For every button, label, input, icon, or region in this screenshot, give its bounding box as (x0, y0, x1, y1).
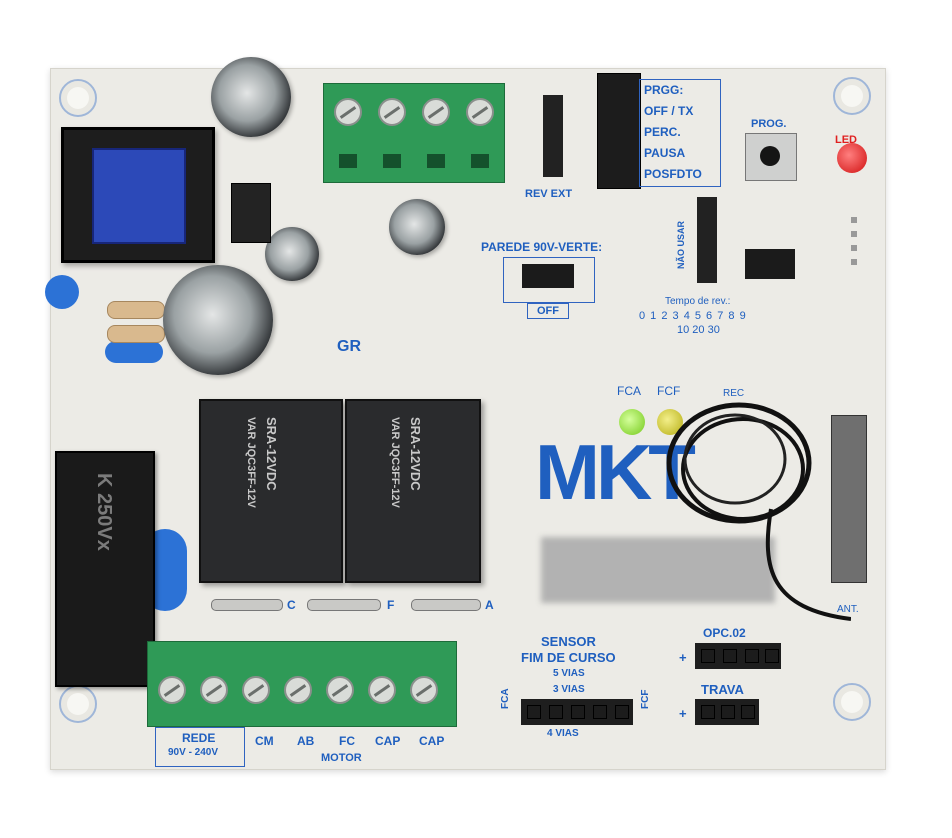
relay: SRA-12VDC VAR JQC3FF-12V (345, 399, 481, 583)
main-terminal-block[interactable] (147, 641, 457, 727)
menu-item-progr: PRGG: (644, 83, 684, 97)
3vias-label: 3 VIAS (553, 684, 585, 695)
fuse-a-label: A (485, 598, 494, 612)
terminal-label-ab: AB (297, 734, 315, 748)
electrolytic-capacitor (389, 199, 445, 255)
red-led (837, 143, 867, 173)
5vias-label: 5 VIAS (553, 668, 585, 679)
ant-label: ANT. (837, 604, 859, 615)
parede-label: PAREDE 90V-VERTE: (481, 240, 603, 254)
led-label: LED (835, 134, 857, 146)
rf-module (831, 415, 867, 583)
relay-brand: SRA-12VDC (408, 417, 423, 491)
electrolytic-capacitor (211, 57, 291, 137)
opc-label: OPC.02 (703, 626, 746, 640)
terminal-label-rede: REDE (182, 731, 216, 745)
terminal-label-cap: CAP (375, 734, 401, 748)
menu-item-off-tx: OFF / TX (644, 104, 694, 118)
parede-box (503, 257, 595, 303)
terminal-label-cap: CAP (419, 734, 445, 748)
transformer-coil (92, 148, 186, 244)
relay-text: VAR JQC3FF-12V (389, 417, 401, 508)
prog-label: PROG. (751, 118, 787, 130)
fim-curso-label: FIM DE CURSO (521, 650, 616, 665)
mounting-hole (833, 683, 871, 721)
tempo-scale-bottom: 10 20 30 (677, 324, 720, 336)
ceramic-capacitor (105, 341, 163, 363)
sensor-header[interactable] (521, 699, 633, 725)
off-label: OFF (527, 303, 569, 319)
program-menu-header[interactable] (597, 73, 641, 189)
resistor (107, 301, 165, 319)
nao-usar-label: NÃO USAR (676, 220, 686, 269)
transformer (61, 127, 215, 263)
ceramic-capacitor (45, 275, 79, 309)
fcf-side-label: FCF (640, 689, 651, 709)
relay-text: VAR JQC3FF-12V (245, 417, 257, 508)
fca-side-label: FCA (500, 688, 511, 709)
terminal-label-fc: FC (339, 734, 355, 748)
rev-ext-label: REV EXT (525, 188, 573, 200)
menu-item-pausa: PAUSA (644, 146, 686, 160)
fuse-c-label: C (287, 598, 296, 612)
rec-label: REC (723, 388, 745, 399)
mounting-hole (59, 79, 97, 117)
relay-brand: SRA-12VDC (264, 417, 279, 491)
fuse-f (307, 599, 381, 611)
menu-item-perc: PERC. (644, 125, 681, 139)
electrolytic-capacitor (265, 227, 319, 281)
trava-plus: + (679, 706, 687, 721)
terminal-label-cm: CM (255, 734, 274, 748)
pcb-board: REV EXT PRGG: OFF / TX PERC. PAUSA POSFD… (45, 57, 886, 770)
menu-item-posfdto: POSFDTO (644, 167, 702, 181)
antenna-wire (666, 402, 851, 621)
prog-button[interactable] (745, 133, 797, 181)
fuse-a (411, 599, 481, 611)
mounting-hole (59, 685, 97, 723)
opc-header[interactable] (695, 643, 781, 669)
tempo-scale: 0 1 2 3 4 5 6 7 8 9 (639, 310, 747, 322)
opc-plus: + (679, 650, 687, 665)
motor-label: MOTOR (321, 752, 362, 764)
program-menu-box: PRGG: OFF / TX PERC. PAUSA POSFDTO (639, 79, 721, 187)
trava-label: TRAVA (701, 682, 744, 697)
varistor: K 250Vx (55, 451, 155, 687)
jumper[interactable] (745, 249, 795, 279)
resistor (107, 325, 165, 343)
top-terminal-block[interactable] (323, 83, 505, 183)
fuse-c (211, 599, 283, 611)
rev-ext-header[interactable] (543, 95, 563, 177)
fca-led-label: FCA (617, 384, 641, 398)
tempo-label: Tempo de rev.: (665, 296, 731, 307)
electrolytic-capacitor (163, 265, 273, 375)
blurred-label (541, 537, 775, 603)
ic-chip (231, 183, 271, 243)
nao-usar-header[interactable] (697, 197, 717, 283)
trava-header[interactable] (695, 699, 759, 725)
terminal-label-voltage: 90V - 240V (168, 747, 219, 758)
green-led (619, 409, 645, 435)
mounting-hole (833, 77, 871, 115)
4vias-label: 4 VIAS (547, 728, 579, 739)
fuse-f-label: F (387, 598, 395, 612)
parede-jumper[interactable] (522, 264, 574, 288)
fcf-led-label: FCF (657, 384, 681, 398)
gr-label: GR (337, 338, 361, 355)
varistor-label: K 250Vx (93, 473, 115, 551)
sensor-label: SENSOR (541, 634, 596, 649)
relay: SRA-12VDC VAR JQC3FF-12V (199, 399, 343, 583)
